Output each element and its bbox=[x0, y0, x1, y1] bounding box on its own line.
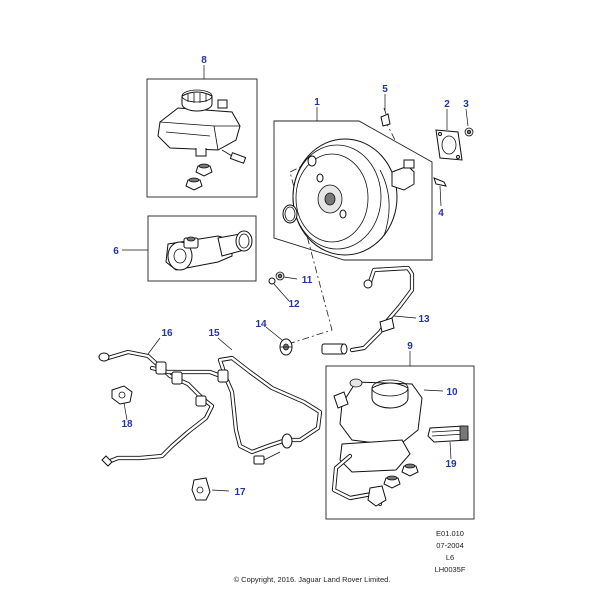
callout-10: 10 bbox=[446, 387, 458, 398]
bracket-part-17 bbox=[191, 477, 211, 501]
callout-9: 9 bbox=[407, 341, 413, 352]
brake-booster bbox=[282, 138, 415, 256]
master-cylinder bbox=[165, 230, 253, 271]
callout-15: 15 bbox=[208, 328, 220, 339]
leader-lines bbox=[122, 65, 469, 492]
callout-19: 19 bbox=[445, 459, 457, 470]
callout-3: 3 bbox=[463, 99, 469, 110]
box-brake-booster bbox=[273, 120, 433, 261]
box-master-cylinder-reservoir bbox=[146, 78, 258, 198]
callout-4: 4 bbox=[438, 208, 444, 219]
box-master-cylinder bbox=[147, 215, 257, 282]
ref-model: L6 bbox=[446, 553, 454, 562]
pipe-clip-part-18 bbox=[111, 385, 133, 405]
copyright: © Copyright, 2016. Jaguar Land Rover Lim… bbox=[234, 575, 391, 584]
callout-14: 14 bbox=[255, 319, 267, 330]
box-master-cylinder-assembly bbox=[325, 365, 475, 520]
callout-5: 5 bbox=[382, 84, 388, 95]
ref-code: E01.010 bbox=[436, 529, 464, 538]
callout-6: 6 bbox=[113, 246, 119, 257]
callout-12: 12 bbox=[288, 299, 300, 310]
callout-17: 17 bbox=[234, 487, 246, 498]
callout-13: 13 bbox=[418, 314, 430, 325]
brake-pipes bbox=[98, 349, 323, 467]
callout-8: 8 bbox=[201, 55, 207, 66]
grommet-part-14 bbox=[279, 338, 293, 356]
reservoir-assembly bbox=[157, 89, 247, 191]
callout-1: 1 bbox=[314, 97, 320, 108]
gasket-part-2 bbox=[435, 129, 463, 161]
callout-18: 18 bbox=[121, 419, 133, 430]
bolt-part-4 bbox=[433, 177, 447, 187]
clip-part-5 bbox=[380, 107, 391, 127]
ref-illustration-id: LH0035F bbox=[435, 565, 466, 574]
master-cylinder-assembly bbox=[331, 378, 469, 507]
callout-2: 2 bbox=[444, 99, 450, 110]
vacuum-hose-part-13 bbox=[321, 265, 415, 355]
ref-date: 07-2004 bbox=[436, 541, 464, 550]
callout-11: 11 bbox=[302, 275, 313, 286]
nut-part-3 bbox=[464, 127, 474, 137]
fittings-part-11-12 bbox=[268, 271, 285, 285]
callout-16: 16 bbox=[161, 328, 173, 339]
